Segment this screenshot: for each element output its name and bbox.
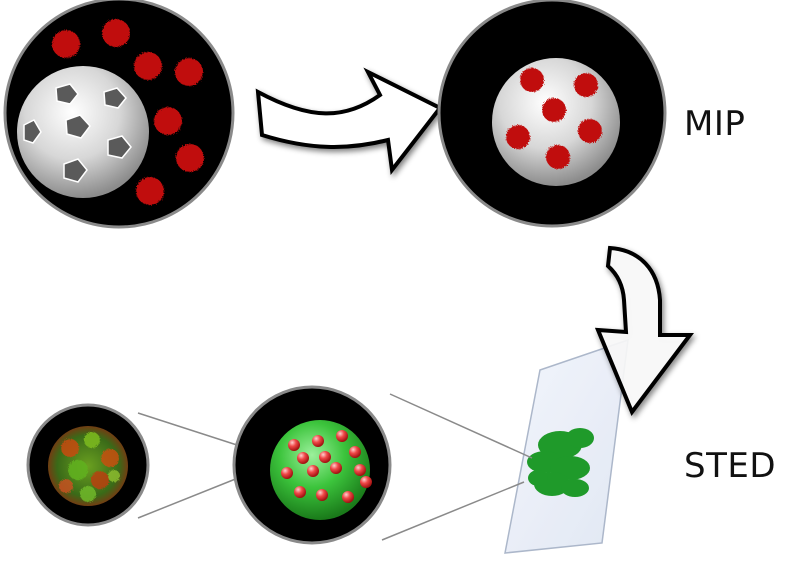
- sample-cluster: [527, 428, 594, 497]
- template-particle: [102, 19, 130, 47]
- template-particle: [175, 58, 203, 86]
- bound-markers: [281, 430, 372, 503]
- cavity: [63, 158, 88, 183]
- cavities: [23, 83, 132, 183]
- mip-label: MIP: [684, 104, 746, 144]
- cavity: [103, 87, 127, 109]
- curved-arrow-down-icon: [594, 245, 695, 416]
- circular-arrow-icon: [255, 67, 444, 176]
- template-particle: [520, 68, 544, 92]
- template-particles: [52, 19, 204, 205]
- mip-circle: [437, 0, 667, 228]
- sted-fluorescence: [59, 432, 120, 502]
- cavity: [23, 119, 42, 144]
- fluorescent-mip-circle: [232, 385, 392, 545]
- template-mixture-circle: [3, 0, 235, 229]
- cavity: [65, 114, 91, 139]
- sted-image-circle: [26, 403, 150, 527]
- template-particle: [134, 52, 162, 80]
- cavity: [55, 83, 79, 105]
- template-particle: [542, 98, 566, 122]
- template-particle: [52, 30, 80, 58]
- template-particle: [136, 177, 164, 205]
- template-particle: [506, 125, 530, 149]
- template-particle: [574, 73, 598, 97]
- template-particle: [546, 145, 570, 169]
- template-particle: [176, 144, 204, 172]
- cavity: [107, 135, 132, 159]
- sted-label: STED: [684, 446, 777, 486]
- microscope-slide: [504, 338, 629, 554]
- bound-templates: [506, 68, 602, 169]
- zoom-lines: [137, 393, 533, 541]
- template-particle: [154, 107, 182, 135]
- template-particle: [578, 119, 602, 143]
